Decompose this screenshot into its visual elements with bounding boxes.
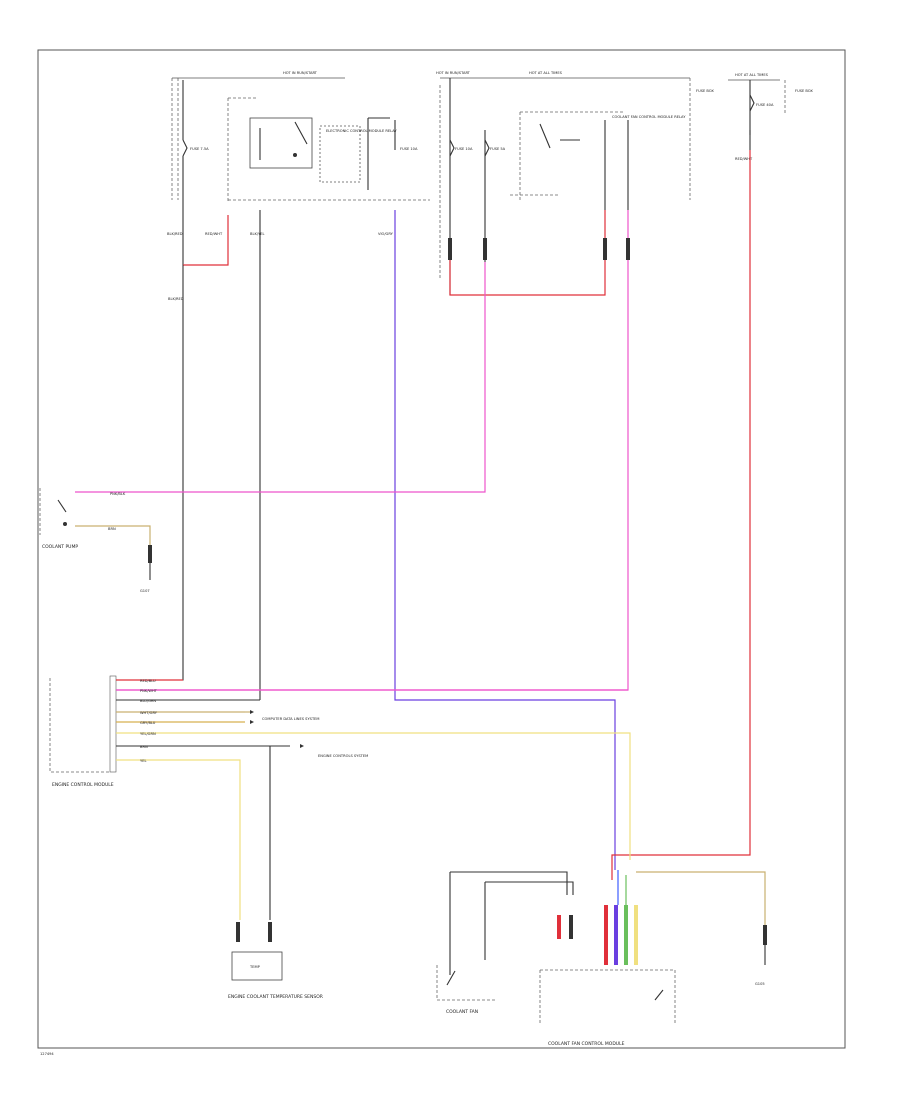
temp-sensor: TEMP ENGINE COOLANT TEMPERATURE SENSOR <box>228 922 323 1000</box>
svg-text:FUSE 10A: FUSE 10A <box>400 147 418 151</box>
power-feeds: HOT IN RUN/START HOT IN RUN/START HOT AT… <box>171 71 813 200</box>
temp-sensor-label: ENGINE COOLANT TEMPERATURE SENSOR <box>228 994 323 1000</box>
relay-right-label: COOLANT FAN CONTROL MODULE RELAY <box>612 115 686 119</box>
svg-text:BLK/RED: BLK/RED <box>168 297 184 301</box>
ecm-label: ENGINE CONTROL MODULE <box>52 782 114 788</box>
ground-label-2: G105 <box>755 982 765 986</box>
svg-text:TEMP: TEMP <box>249 965 261 969</box>
hot-left-label: HOT IN RUN/START <box>283 71 318 75</box>
svg-text:YEL: YEL <box>140 759 146 763</box>
fuse-box-label: FUSE BOX <box>696 89 714 93</box>
svg-text:BRN: BRN <box>140 745 148 749</box>
ecm-pin-wires <box>116 679 631 920</box>
can-bus-label: COMPUTER DATA LINES SYSTEM <box>262 717 320 721</box>
hot-mid-label: HOT IN RUN/START <box>436 71 471 75</box>
relay-left: ELECTRONIC CONTROL MODULE RELAY <box>227 97 430 202</box>
coolant-fan: COOLANT FAN <box>436 871 574 1015</box>
coolant-pump: BRN G107 COOLANT PUMP <box>39 488 152 593</box>
svg-text:YEL/GRN: YEL/GRN <box>140 732 156 736</box>
relay-right: COOLANT FAN CONTROL MODULE RELAY <box>510 111 686 210</box>
svg-text:RED/BLU: RED/BLU <box>140 679 156 683</box>
svg-text:PNK/WHT: PNK/WHT <box>140 689 158 693</box>
diagram-frame <box>37 49 846 1049</box>
svg-text:WHT/GRY: WHT/GRY <box>140 711 158 715</box>
page-ref: 127494 <box>40 1052 54 1056</box>
engine-controls-label: ENGINE CONTROLS SYSTEM <box>318 754 368 758</box>
fuse-right-box-label: FUSE BOX <box>795 89 813 93</box>
fuse-mid: FUSE 10A FUSE 5A <box>439 78 506 280</box>
fan-module-label: COOLANT FAN CONTROL MODULE <box>548 1041 625 1047</box>
connector-markers <box>448 238 630 260</box>
svg-text:GRY/BLU: GRY/BLU <box>140 721 156 725</box>
svg-text:FUSE 10A: FUSE 10A <box>455 147 473 151</box>
coolant-fan-label: COOLANT FAN <box>446 1009 478 1015</box>
ecm-pin-labels: RED/BLU PNK/WHT BLU/GRN WHT/GRY GRY/BLU … <box>140 679 158 763</box>
engine-control-module: ENGINE CONTROL MODULE <box>49 675 117 788</box>
svg-text:BLK/YEL: BLK/YEL <box>250 232 265 236</box>
svg-text:BLK/RED: BLK/RED <box>167 232 183 236</box>
svg-text:BRN: BRN <box>108 527 116 531</box>
svg-text:RED/WHT: RED/WHT <box>205 232 223 236</box>
fuse-right: FUSE 40A RED/WHT <box>735 80 774 161</box>
svg-text:PNK/BLK: PNK/BLK <box>110 492 126 496</box>
hot-right-label: HOT AT ALL TIMES <box>735 73 769 77</box>
ground-label-1: G107 <box>140 589 150 593</box>
hot-mid2-label: HOT AT ALL TIMES <box>529 71 563 75</box>
svg-text:BLU/GRN: BLU/GRN <box>140 699 156 703</box>
relay-left-label: ELECTRONIC CONTROL MODULE RELAY <box>326 129 397 133</box>
coolant-fan-module: COOLANT FAN CONTROL MODULE <box>539 905 676 1047</box>
svg-text:FUSE 5A: FUSE 5A <box>490 147 506 151</box>
svg-text:FUSE 40A: FUSE 40A <box>756 103 774 107</box>
coolant-pump-label: COOLANT PUMP <box>42 544 78 550</box>
fuse-left-2: FUSE 10A <box>394 120 418 151</box>
fuse-left-1: FUSE 7.5A <box>182 80 209 210</box>
svg-text:VIO/GRY: VIO/GRY <box>378 232 394 236</box>
svg-text:RED/WHT: RED/WHT <box>735 157 753 161</box>
svg-text:FUSE 7.5A: FUSE 7.5A <box>190 147 209 151</box>
